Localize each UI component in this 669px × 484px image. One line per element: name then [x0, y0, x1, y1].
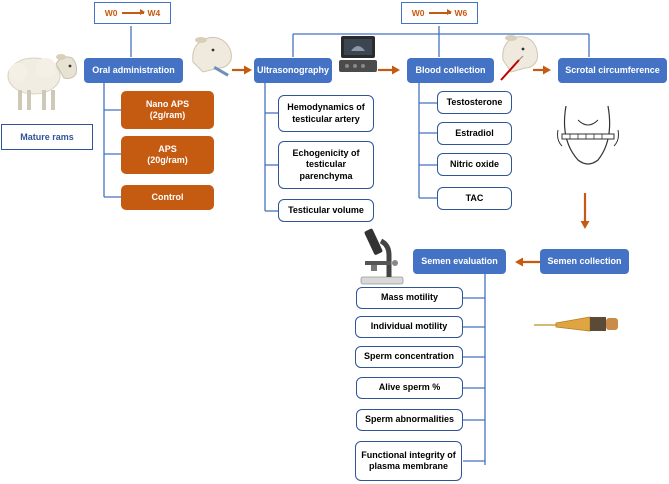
blood-item-estradiol: Estradiol: [437, 122, 512, 145]
timing-measure-end: W6: [454, 8, 468, 18]
semen-item-sperm-abnormalities: Sperm abnormalities: [356, 409, 463, 431]
semen-item-sperm-concentration: Sperm concentration: [355, 346, 463, 368]
semen-item-individual-motility: Individual motility: [355, 316, 463, 338]
us-item-echogenicity: Echogenicity of testicular parenchyma: [278, 141, 374, 189]
syringe-icon: [500, 35, 538, 81]
semen-item-mass-motility: Mass motility: [356, 287, 463, 309]
timing-measure-start: W0: [411, 8, 425, 18]
microscope-icon: [360, 228, 404, 285]
timing-measure-box: W0 W6: [401, 2, 478, 24]
sheep-icon: [7, 54, 77, 110]
mature-rams-box: Mature rams: [1, 124, 93, 150]
group-aps: APS (20g/ram): [121, 136, 214, 174]
us-item-volume: Testicular volume: [278, 199, 374, 222]
arrow-right-icon: [121, 8, 145, 17]
arrow-right-icon: [428, 8, 452, 17]
blood-item-testosterone: Testosterone: [437, 91, 512, 114]
sheep-head-icon: [192, 36, 232, 77]
ultrasonography-box: Ultrasonography: [254, 58, 332, 83]
timing-oral-start: W0: [104, 8, 118, 18]
semen-item-alive-sperm: Alive sperm %: [356, 377, 463, 399]
blood-item-nitric-oxide: Nitric oxide: [437, 153, 512, 176]
semen-item-plasma-membrane: Functional integrity of plasma membrane: [355, 441, 462, 481]
blood-collection-box: Blood collection: [407, 58, 494, 83]
scrotal-measure-icon: [557, 105, 619, 165]
timing-oral-box: W0 W4: [94, 2, 171, 24]
artificial-vagina-icon: [534, 316, 618, 332]
oral-administration-box: Oral administration: [84, 58, 183, 83]
timing-oral-end: W4: [147, 8, 161, 18]
scrotal-circumference-box: Scrotal circumference: [558, 58, 667, 83]
group-control: Control: [121, 185, 214, 210]
semen-collection-box: Semen collection: [540, 249, 629, 274]
semen-evaluation-box: Semen evaluation: [413, 249, 506, 274]
us-item-hemodynamics: Hemodynamics of testicular artery: [278, 95, 374, 132]
ultrasound-machine-icon: [339, 36, 377, 72]
group-nano-aps: Nano APS (2g/ram): [121, 91, 214, 129]
blood-item-tac: TAC: [437, 187, 512, 210]
